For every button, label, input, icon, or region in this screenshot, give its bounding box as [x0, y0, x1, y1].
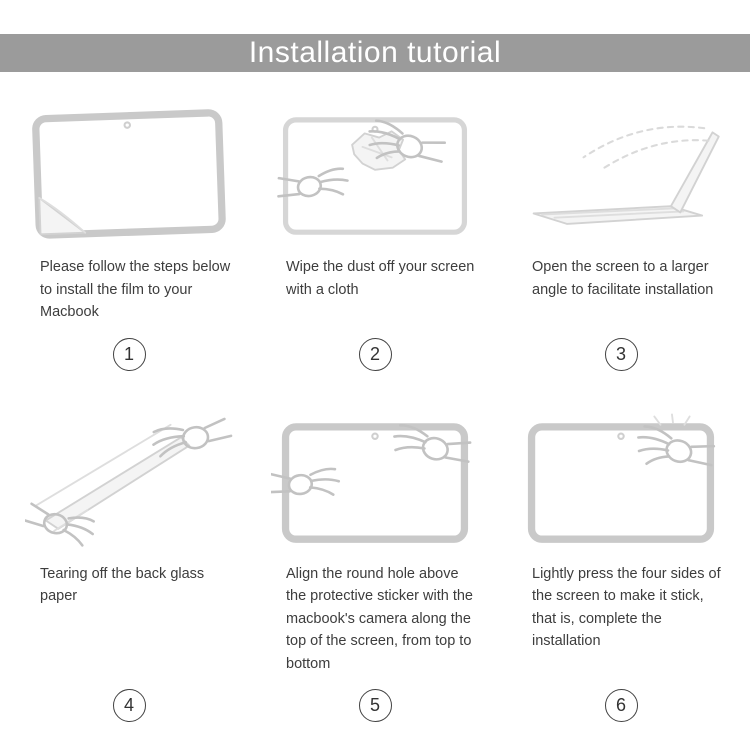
- step-4-number: 4: [8, 675, 250, 744]
- step-1-number-circle: 1: [112, 337, 146, 371]
- step-5-text: Align the round hole above the protectiv…: [286, 565, 473, 672]
- hands-tearing-film-icon: [8, 407, 250, 557]
- laptop-open-wide-icon: [500, 100, 742, 250]
- top-whitespace: [0, 0, 750, 34]
- hands-wiping-cloth-icon: [254, 100, 496, 250]
- step-1-text: Please follow the steps below to install…: [40, 259, 231, 321]
- step-3: Open the screen to a larger angle to fac…: [500, 100, 742, 392]
- step-3-number: 3: [500, 324, 742, 393]
- tablet-align-camera-icon: [254, 407, 496, 557]
- step-5-number: 5: [254, 675, 496, 744]
- step-6-number-circle: 6: [604, 689, 638, 722]
- step-1-number: 1: [8, 324, 250, 393]
- hand-press-sides-icon: [500, 407, 742, 557]
- step-6: Lightly press the four sides of the scre…: [500, 407, 742, 744]
- step-1: Please follow the steps below to install…: [8, 100, 250, 392]
- header-bar: Installation tutorial: [0, 34, 750, 73]
- step-5-number-circle: 5: [358, 689, 392, 722]
- step-4-text: Tearing off the back glass paper: [40, 565, 205, 605]
- step-2: Wipe the dust off your screen with a clo…: [254, 100, 496, 392]
- step-2-number: 2: [254, 324, 496, 393]
- step-5: Align the round hole above the protectiv…: [254, 407, 496, 744]
- step-6-text: Lightly press the four sides of the scre…: [532, 565, 721, 650]
- step-2-text: Wipe the dust off your screen with a clo…: [286, 259, 475, 298]
- steps-grid: Please follow the steps below to install…: [0, 72, 750, 750]
- step-3-text: Open the screen to a larger angle to fac…: [532, 259, 714, 298]
- step-4-number-circle: 4: [112, 689, 146, 722]
- step-2-number-circle: 2: [358, 337, 392, 371]
- page-title: Installation tutorial: [248, 36, 502, 70]
- step-3-number-circle: 3: [604, 337, 638, 371]
- step-4: Tearing off the back glass paper 4: [8, 407, 250, 744]
- tablet-peel-corner-icon: [8, 100, 250, 250]
- step-6-number: 6: [500, 675, 742, 744]
